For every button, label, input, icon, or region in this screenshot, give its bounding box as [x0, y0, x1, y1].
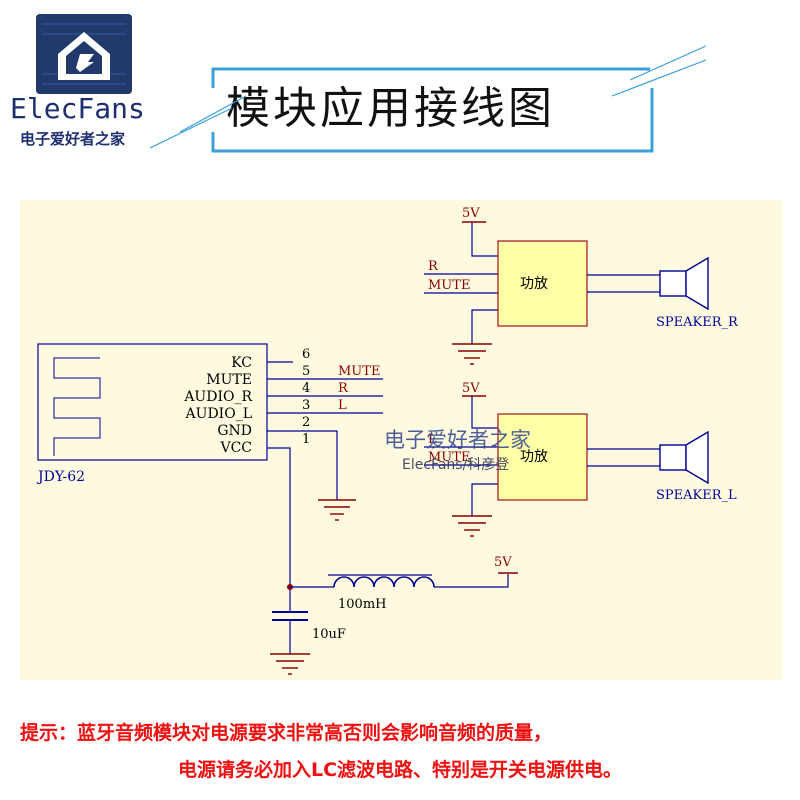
ground-icon [318, 499, 356, 521]
pin-label: KC [231, 355, 252, 371]
pin-vcc: VCC 1 [219, 432, 310, 612]
pin-audio-r: AUDIO_R 4 R [183, 381, 383, 405]
pin-number: 2 [302, 415, 310, 430]
speaker-label: SPEAKER_R [656, 315, 739, 330]
note-line-2: 电源请务必加入LC滤波电路、特别是开关电源供电。 [177, 759, 623, 781]
pin-audio-l: AUDIO_L 3 L [185, 398, 383, 422]
inductor-label: 100mH [338, 597, 386, 612]
speaker-icon [659, 256, 709, 311]
pin-label: GND [217, 423, 252, 439]
lc-filter: 5V 100mH 10uF [270, 555, 518, 675]
amp-mute-label: MUTE [428, 450, 470, 465]
pin-gnd: GND 2 [217, 415, 356, 521]
ground-icon [452, 343, 492, 365]
amp-label: 功放 [520, 449, 548, 465]
amp-power-label: 5V [462, 206, 480, 221]
title-frame [211, 67, 654, 153]
house-logo-icon [36, 14, 132, 94]
note-line-1: 提示：蓝牙音频模块对电源要求非常高否则会影响音频的质量， [20, 722, 553, 744]
net-label: R [338, 381, 349, 396]
module-name: JDY-62 [36, 469, 85, 485]
pin-label: VCC [219, 440, 252, 456]
page-title: 模块应用接线图 [226, 83, 555, 134]
speaker-label: SPEAKER_L [656, 488, 737, 503]
net-label: MUTE [338, 364, 380, 379]
amplifier-r: 5V R MUTE 功放 SPEAKER_R [424, 206, 739, 365]
amp-power-label: 5V [462, 381, 480, 396]
module-outline [37, 343, 268, 461]
pin-number: 4 [302, 381, 310, 396]
amp-mute-label: MUTE [428, 278, 470, 293]
pin-kc: KC 6 [231, 347, 310, 371]
decorative-streaks [149, 45, 707, 149]
amp-block [497, 240, 588, 327]
pin-label: AUDIO_R [183, 389, 252, 405]
pin-number: 1 [302, 432, 310, 447]
amp-block [497, 413, 588, 501]
ground-icon [270, 653, 310, 675]
filter-supply-label: 5V [494, 555, 512, 570]
net-label: L [338, 398, 347, 413]
pin-label: MUTE [206, 372, 252, 388]
watermark-credit: ElecFans/科彦登 [402, 457, 510, 473]
schematic-background [20, 200, 783, 680]
brand-name: ElecFans [10, 92, 145, 125]
amp-label: 功放 [520, 276, 548, 292]
pin-number: 6 [302, 347, 310, 362]
pin-number: 3 [302, 398, 310, 413]
pin-number: 5 [302, 364, 310, 379]
logo-mark [36, 14, 132, 94]
ground-icon [452, 515, 492, 537]
brand-tagline: 电子爱好者之家 [20, 130, 126, 148]
speaker-icon [659, 430, 709, 485]
inductor-coil [333, 576, 435, 588]
amplifier-l: 5V L MUTE 功放 SPEAKER_L [424, 381, 737, 537]
watermark-title: 电子爱好者之家 [384, 428, 531, 452]
pin-mute: MUTE 5 MUTE [206, 364, 383, 388]
amp-input-label: L [428, 432, 437, 447]
amp-input-label: R [428, 259, 439, 274]
pin-label: AUDIO_L [185, 406, 252, 422]
capacitor-label: 10uF [312, 627, 346, 642]
module-antenna-trace [53, 357, 101, 456]
